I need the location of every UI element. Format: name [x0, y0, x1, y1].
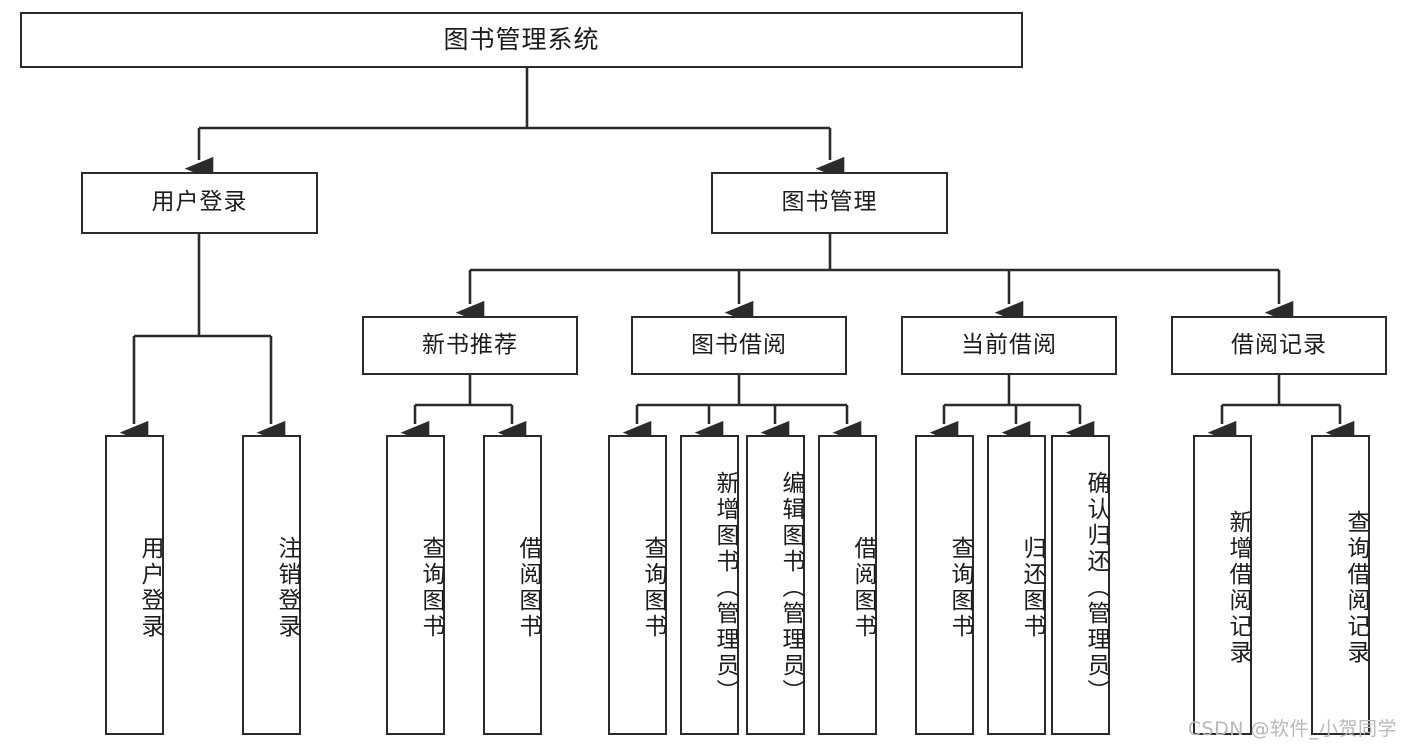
node-book-borrow[interactable]: 图书借阅 — [631, 316, 847, 375]
node-current-borrow[interactable]: 当前借阅 — [901, 316, 1117, 375]
node-label: 新书推荐 — [422, 331, 518, 358]
node-leaf-query-book-2[interactable]: 查询图书 — [608, 435, 667, 735]
node-leaf-user-logout[interactable]: 注销登录 — [242, 435, 301, 735]
node-leaf-add-book[interactable]: 新增图书（管理员） — [680, 435, 739, 735]
watermark-text: CSDN @软件_小贺同学 — [1187, 718, 1397, 740]
node-leaf-confirm-return[interactable]: 确认归还（管理员） — [1051, 435, 1110, 735]
node-label: 确认归还（管理员） — [1083, 471, 1109, 705]
node-leaf-return-book[interactable]: 归还图书 — [987, 435, 1046, 735]
node-label: 图书管理 — [781, 189, 878, 216]
node-label: 注销登录 — [274, 536, 300, 640]
node-new-book-recommend[interactable]: 新书推荐 — [362, 316, 578, 375]
node-leaf-query-book-3[interactable]: 查询图书 — [915, 435, 974, 735]
node-user-login[interactable]: 用户登录 — [81, 172, 318, 234]
node-leaf-query-borrow-record[interactable]: 查询借阅记录 — [1311, 435, 1370, 735]
node-label: 用户登录 — [151, 189, 248, 216]
node-book-manage[interactable]: 图书管理 — [711, 172, 948, 234]
node-label: 归还图书 — [1019, 536, 1045, 640]
node-label: 编辑图书（管理员） — [778, 471, 804, 705]
node-label: 借阅记录 — [1231, 331, 1327, 358]
node-label: 借阅图书 — [850, 536, 876, 640]
node-leaf-query-book-1[interactable]: 查询图书 — [386, 435, 445, 735]
node-leaf-borrow-book-1[interactable]: 借阅图书 — [483, 435, 542, 735]
node-label: 当前借阅 — [961, 331, 1057, 358]
node-label: 查询借阅记录 — [1343, 510, 1369, 666]
node-label: 图书管理系统 — [443, 25, 600, 55]
node-leaf-borrow-book-2[interactable]: 借阅图书 — [818, 435, 877, 735]
node-label: 查询图书 — [947, 536, 973, 640]
node-label: 新增借阅记录 — [1225, 510, 1251, 666]
node-label: 查询图书 — [418, 536, 444, 640]
node-root-system[interactable]: 图书管理系统 — [20, 12, 1023, 68]
node-label: 查询图书 — [640, 536, 666, 640]
node-label: 图书借阅 — [691, 331, 787, 358]
node-leaf-user-login[interactable]: 用户登录 — [105, 435, 164, 735]
node-label: 用户登录 — [137, 536, 163, 640]
node-leaf-edit-book[interactable]: 编辑图书（管理员） — [746, 435, 805, 735]
node-borrow-record[interactable]: 借阅记录 — [1171, 316, 1387, 375]
node-label: 新增图书（管理员） — [712, 471, 738, 705]
node-leaf-add-borrow-record[interactable]: 新增借阅记录 — [1193, 435, 1252, 735]
node-label: 借阅图书 — [515, 536, 541, 640]
